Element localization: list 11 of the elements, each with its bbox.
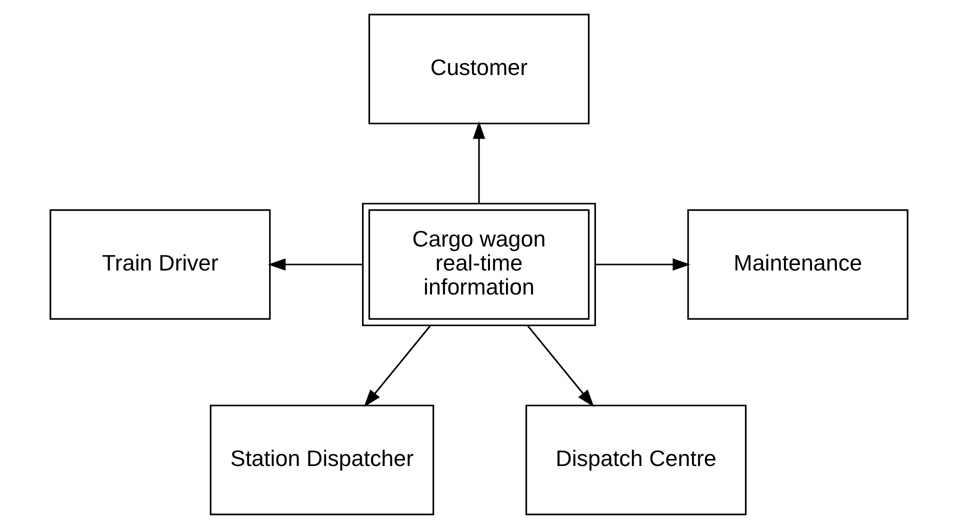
node-box: Maintenance <box>686 209 908 320</box>
arrow <box>526 325 594 408</box>
node-box: Station Dispatcher <box>209 404 434 516</box>
arrow <box>594 258 690 271</box>
node-box: Dispatch Centre <box>524 404 746 516</box>
arrow <box>267 258 362 271</box>
node-box: Customer <box>368 14 590 124</box>
node-box: Train Driver <box>49 209 270 320</box>
arrow <box>363 325 430 408</box>
arrow <box>472 121 485 204</box>
node-box: Cargo wagon real-time information <box>362 202 596 326</box>
